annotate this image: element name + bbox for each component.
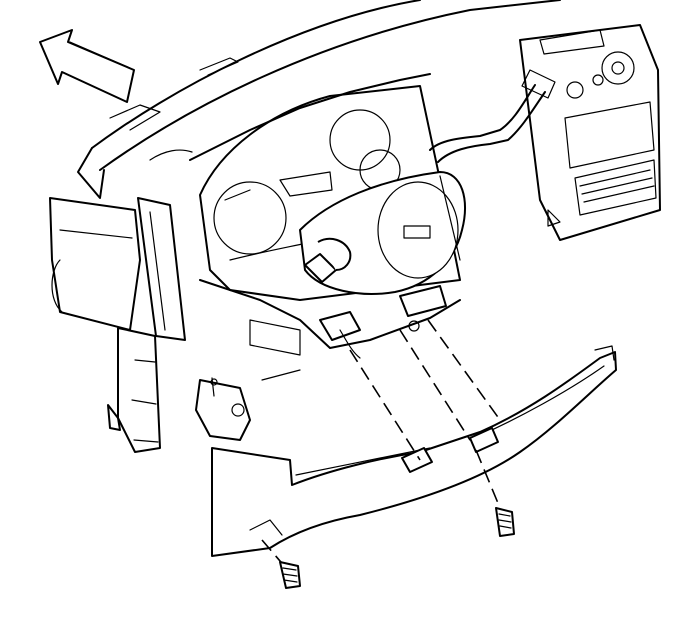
shift-cable [429, 69, 556, 163]
alignment-lines [261, 319, 501, 569]
knee-bolster-panel [211, 345, 617, 557]
left-support-bracket [195, 377, 251, 441]
fastener-bolt-icon [495, 507, 515, 537]
instrument-panel-left-end [49, 197, 186, 453]
center-stack [519, 24, 661, 241]
steering-column [299, 171, 466, 295]
fastener-bolt-icon [279, 561, 301, 589]
knee-bolster-bracket [199, 279, 461, 381]
instrument-panel-upper [77, 0, 561, 199]
direction-arrow-icon [39, 29, 135, 103]
